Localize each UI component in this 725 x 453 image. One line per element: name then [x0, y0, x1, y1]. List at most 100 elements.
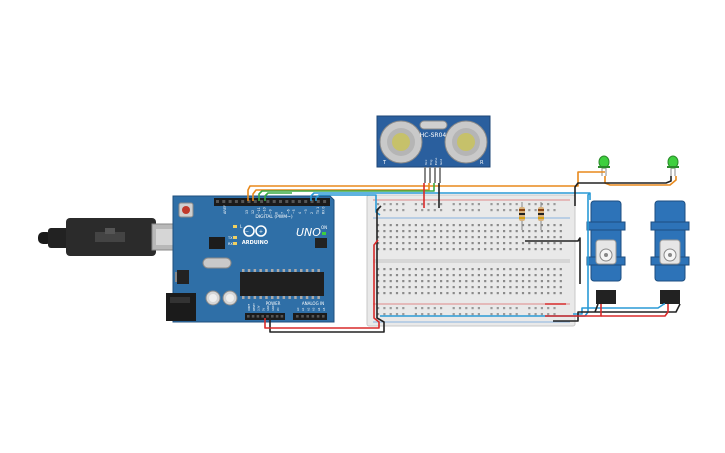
breadboard-hole[interactable]	[547, 242, 550, 245]
breadboard-hole[interactable]	[395, 248, 399, 251]
breadboard-hole[interactable]	[528, 292, 531, 295]
breadboard-hole[interactable]	[515, 286, 518, 289]
breadboard-hole[interactable]	[408, 292, 411, 295]
analog-pin-hole[interactable]	[296, 315, 299, 318]
breadboard-hole[interactable]	[477, 230, 480, 233]
breadboard-rail-hole[interactable]	[490, 209, 493, 212]
breadboard-hole[interactable]	[414, 268, 417, 271]
breadboard-hole[interactable]	[452, 236, 455, 239]
breadboard-hole[interactable]	[553, 236, 556, 239]
breadboard-hole[interactable]	[433, 286, 436, 289]
breadboard-hole[interactable]	[471, 280, 474, 283]
digital-pin-hole[interactable]	[241, 200, 245, 203]
breadboard-hole[interactable]	[477, 292, 480, 295]
breadboard-hole[interactable]	[465, 224, 468, 227]
breadboard-hole[interactable]	[377, 274, 380, 277]
breadboard-hole[interactable]	[540, 274, 543, 277]
breadboard-hole[interactable]	[540, 236, 543, 239]
breadboard-hole[interactable]	[553, 224, 556, 227]
breadboard-hole[interactable]	[465, 280, 468, 283]
breadboard-hole[interactable]	[465, 236, 468, 239]
breadboard-hole[interactable]	[414, 280, 417, 283]
breadboard-hole[interactable]	[440, 292, 443, 295]
breadboard-rail-hole[interactable]	[402, 307, 405, 310]
breadboard-hole[interactable]	[395, 280, 399, 283]
breadboard-rail-hole[interactable]	[490, 203, 493, 206]
breadboard-hole[interactable]	[421, 230, 424, 233]
breadboard-hole[interactable]	[446, 274, 449, 277]
breadboard-hole[interactable]	[395, 242, 399, 245]
breadboard-rail-hole[interactable]	[433, 203, 436, 206]
breadboard-hole[interactable]	[547, 224, 550, 227]
breadboard-hole[interactable]	[559, 292, 562, 295]
digital-pin-hole[interactable]	[316, 200, 320, 203]
breadboard-rail-hole[interactable]	[471, 307, 474, 310]
breadboard-hole[interactable]	[553, 242, 556, 245]
breadboard-hole[interactable]	[471, 286, 474, 289]
breadboard-hole[interactable]	[496, 248, 499, 251]
breadboard-rail-hole[interactable]	[477, 313, 480, 316]
breadboard-rail-hole[interactable]	[534, 203, 537, 206]
breadboard-hole[interactable]	[471, 248, 474, 251]
breadboard-rail-hole[interactable]	[402, 203, 405, 206]
breadboard-hole[interactable]	[540, 224, 543, 227]
breadboard-hole[interactable]	[421, 236, 424, 239]
breadboard-hole[interactable]	[490, 292, 493, 295]
breadboard-hole[interactable]	[395, 268, 399, 271]
breadboard-rail-hole[interactable]	[553, 307, 556, 310]
breadboard-hole[interactable]	[452, 224, 455, 227]
breadboard-rail-hole[interactable]	[503, 313, 506, 316]
breadboard-hole[interactable]	[433, 268, 436, 271]
breadboard-hole[interactable]	[521, 286, 525, 289]
breadboard-hole[interactable]	[427, 236, 430, 239]
breadboard-hole[interactable]	[528, 280, 531, 283]
breadboard-hole[interactable]	[503, 286, 506, 289]
breadboard-rail-hole[interactable]	[458, 307, 462, 310]
breadboard-rail-hole[interactable]	[540, 313, 543, 316]
breadboard-hole[interactable]	[484, 236, 487, 239]
power-pin-hole[interactable]	[280, 315, 284, 318]
breadboard-hole[interactable]	[521, 248, 525, 251]
breadboard-hole[interactable]	[440, 236, 443, 239]
breadboard-rail-hole[interactable]	[496, 313, 499, 316]
breadboard-hole[interactable]	[528, 230, 531, 233]
breadboard-hole[interactable]	[471, 292, 474, 295]
breadboard-hole[interactable]	[383, 292, 386, 295]
breadboard-hole[interactable]	[477, 236, 480, 239]
breadboard-hole[interactable]	[471, 242, 474, 245]
breadboard-hole[interactable]	[389, 236, 392, 239]
breadboard-hole[interactable]	[534, 224, 537, 227]
breadboard-hole[interactable]	[433, 230, 436, 233]
breadboard-hole[interactable]	[383, 268, 386, 271]
breadboard-hole[interactable]	[534, 292, 537, 295]
breadboard-hole[interactable]	[421, 242, 424, 245]
breadboard-hole[interactable]	[465, 268, 468, 271]
breadboard-hole[interactable]	[534, 286, 537, 289]
breadboard-hole[interactable]	[509, 280, 512, 283]
breadboard-hole[interactable]	[465, 242, 468, 245]
breadboard-rail-hole[interactable]	[471, 203, 474, 206]
breadboard-rail-hole[interactable]	[496, 209, 499, 212]
breadboard-hole[interactable]	[547, 286, 550, 289]
analog-pin-hole[interactable]	[306, 315, 309, 318]
breadboard-hole[interactable]	[559, 242, 562, 245]
breadboard-rail-hole[interactable]	[452, 209, 455, 212]
breadboard-hole[interactable]	[389, 248, 392, 251]
breadboard-hole[interactable]	[547, 280, 550, 283]
breadboard-rail-hole[interactable]	[534, 209, 537, 212]
breadboard-hole[interactable]	[559, 236, 562, 239]
breadboard-rail-hole[interactable]	[433, 307, 436, 310]
breadboard-hole[interactable]	[408, 224, 411, 227]
breadboard-hole[interactable]	[503, 274, 506, 277]
breadboard-hole[interactable]	[458, 224, 462, 227]
breadboard-hole[interactable]	[490, 286, 493, 289]
breadboard-rail-hole[interactable]	[377, 307, 380, 310]
breadboard-hole[interactable]	[528, 286, 531, 289]
breadboard-rail-hole[interactable]	[540, 307, 543, 310]
breadboard-hole[interactable]	[421, 248, 424, 251]
breadboard-hole[interactable]	[471, 236, 474, 239]
breadboard-hole[interactable]	[377, 286, 380, 289]
digital-pin-hole[interactable]	[285, 200, 289, 203]
breadboard-rail-hole[interactable]	[383, 203, 386, 206]
power-pin-hole[interactable]	[271, 315, 274, 318]
